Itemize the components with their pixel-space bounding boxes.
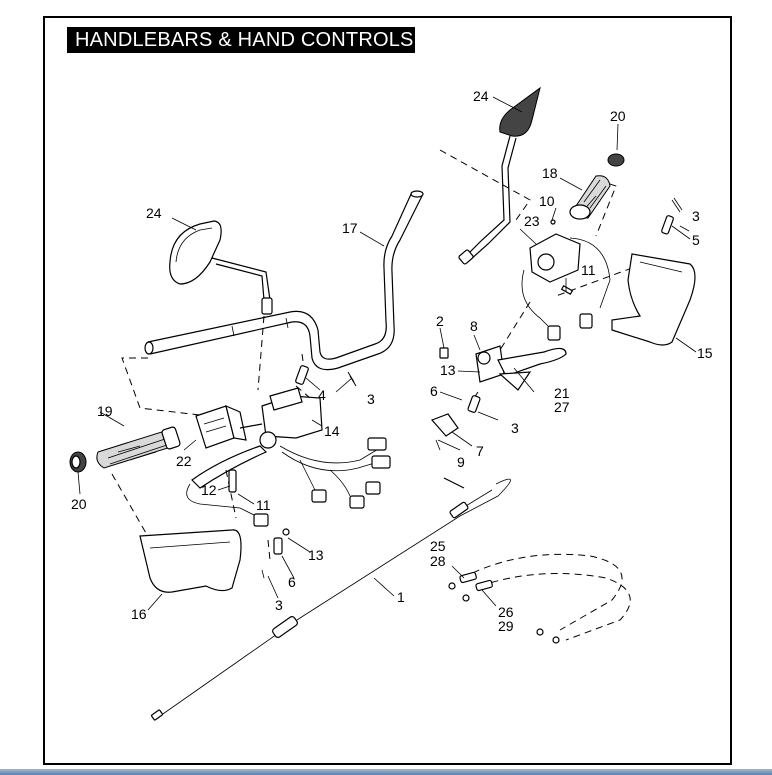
callout-11: 11 bbox=[581, 262, 596, 278]
callout-5: 5 bbox=[692, 232, 700, 248]
callout-22: 22 bbox=[176, 453, 192, 469]
callout-25: 25 bbox=[430, 538, 446, 554]
callout-21: 21 bbox=[554, 385, 570, 401]
callout-20: 20 bbox=[610, 108, 626, 124]
callout-2: 2 bbox=[436, 313, 444, 329]
callout-8: 8 bbox=[470, 318, 478, 334]
left-hand-guard bbox=[139, 529, 242, 593]
right-switch-housing bbox=[521, 233, 611, 341]
right-grip bbox=[569, 153, 625, 220]
callout-13: 13 bbox=[440, 362, 456, 378]
callout-7: 7 bbox=[476, 443, 484, 459]
left-mirror bbox=[169, 220, 273, 315]
callout-leaders bbox=[77, 96, 697, 611]
callout-17: 17 bbox=[342, 220, 358, 236]
callout-1: 1 bbox=[397, 589, 405, 605]
callout-28: 28 bbox=[430, 553, 446, 569]
callout-3: 3 bbox=[275, 597, 283, 613]
callout-26: 26 bbox=[498, 604, 514, 620]
callout-4: 4 bbox=[318, 387, 326, 403]
callout-14: 14 bbox=[324, 423, 340, 439]
callout-6: 6 bbox=[288, 574, 296, 590]
callout-18: 18 bbox=[542, 165, 558, 181]
throttle-cables bbox=[448, 553, 631, 644]
right-hand-guard bbox=[611, 253, 696, 346]
callout-24: 24 bbox=[146, 205, 162, 221]
brake-lever-assembly bbox=[475, 345, 567, 391]
clutch-cable bbox=[150, 477, 511, 721]
window-bottom-strip bbox=[0, 769, 772, 775]
callout-15: 15 bbox=[697, 345, 713, 361]
wiring-harness bbox=[186, 437, 391, 527]
callout-27: 27 bbox=[554, 399, 570, 415]
callout-3: 3 bbox=[692, 208, 700, 224]
clutch-lever-assembly bbox=[191, 387, 323, 489]
callout-23: 23 bbox=[524, 213, 540, 229]
diagram-title: HANDLEBARS & HAND CONTROLS bbox=[67, 27, 415, 53]
small-hardware bbox=[228, 197, 683, 579]
callout-3: 3 bbox=[511, 420, 519, 436]
callout-9: 9 bbox=[457, 454, 465, 470]
callout-10: 10 bbox=[539, 193, 555, 209]
left-grip bbox=[69, 426, 181, 473]
callout-3: 3 bbox=[367, 391, 375, 407]
callout-11: 11 bbox=[256, 497, 271, 513]
callout-13: 13 bbox=[308, 547, 324, 563]
right-mirror bbox=[458, 86, 541, 265]
callout-6: 6 bbox=[430, 383, 438, 399]
callout-labels: 1 2 3 3 3 3 4 5 6 6 7 8 9 10 11 11 12 13… bbox=[71, 88, 713, 634]
callout-20: 20 bbox=[71, 496, 87, 512]
callout-24: 24 bbox=[473, 88, 489, 104]
left-switch-housing bbox=[195, 404, 247, 449]
handlebar bbox=[144, 190, 424, 371]
callout-12: 12 bbox=[201, 482, 217, 498]
callout-29: 29 bbox=[498, 618, 514, 634]
callout-19: 19 bbox=[97, 403, 113, 419]
callout-16: 16 bbox=[131, 606, 147, 622]
